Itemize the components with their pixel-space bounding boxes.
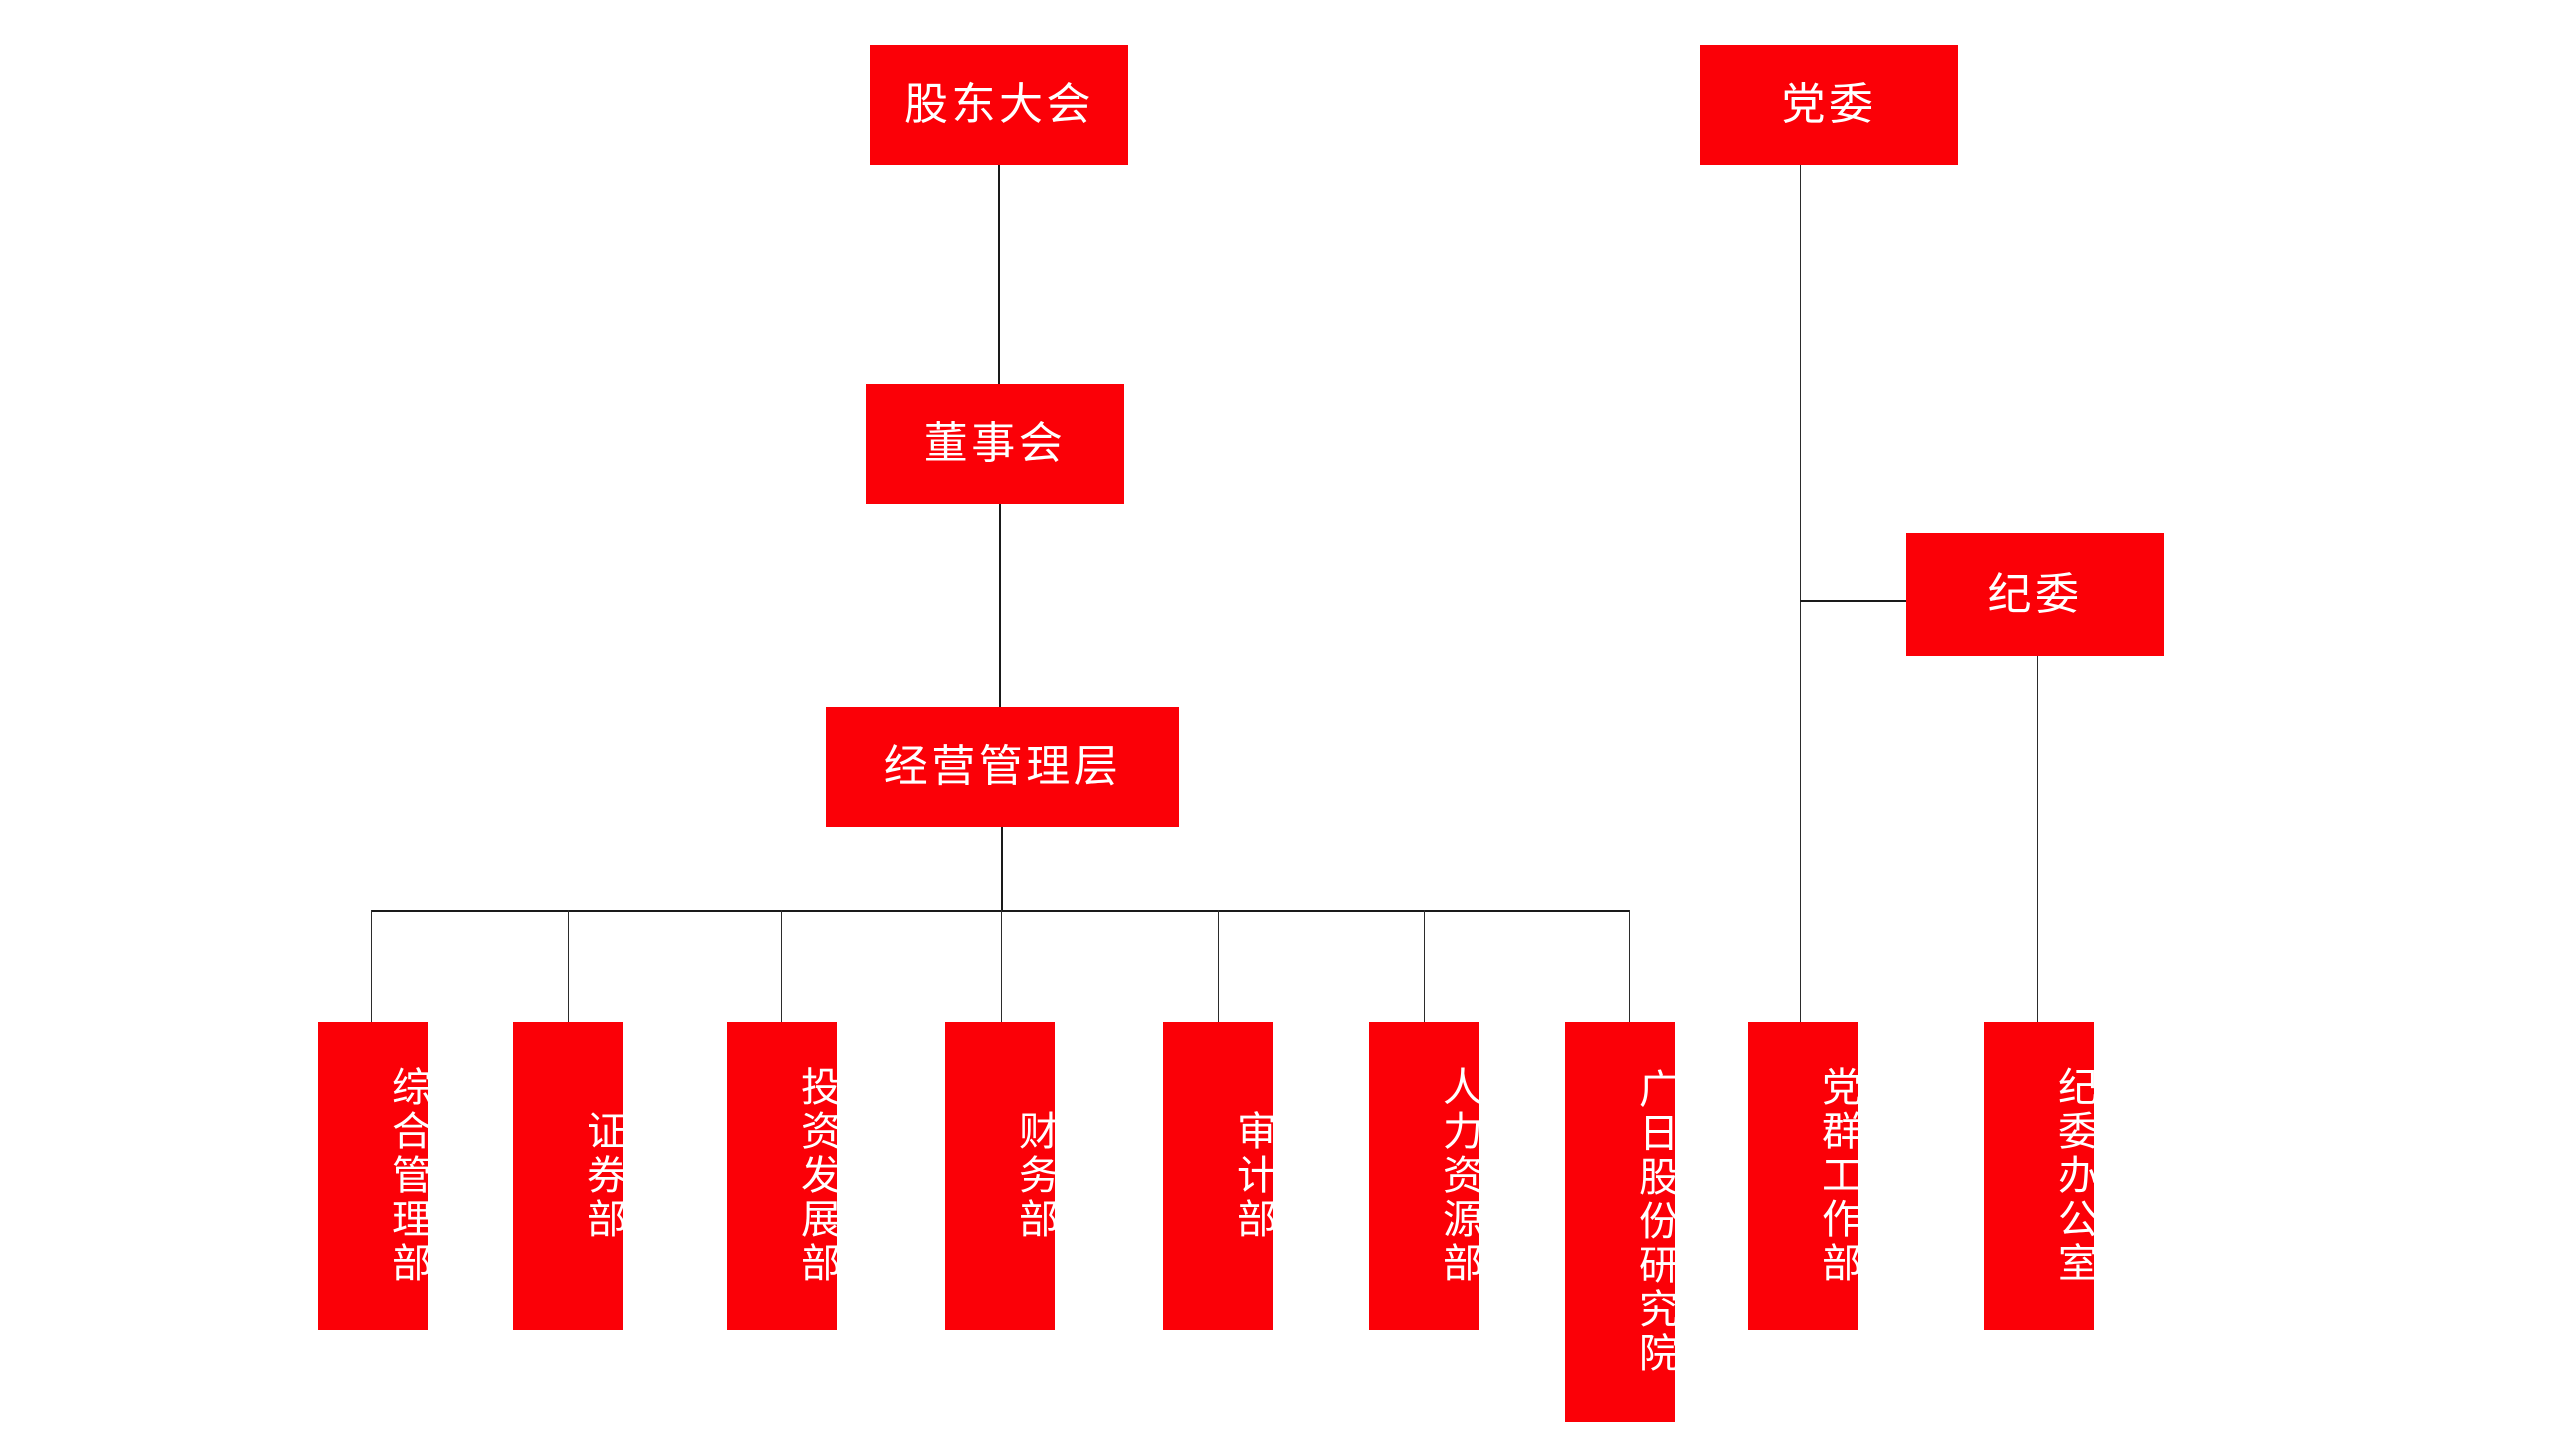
node-label: 投资发展部: [795, 1066, 840, 1286]
connector-board-to-management: [999, 504, 1001, 708]
connector-drop-investment: [781, 910, 782, 1028]
node-label: 党委: [1781, 80, 1877, 129]
node-label: 财务部: [1013, 1110, 1058, 1242]
node-finance-dept[interactable]: 财务部: [945, 1022, 1058, 1330]
node-label: 董事会: [923, 419, 1067, 468]
node-general-administration-dept[interactable]: 综合管理部: [318, 1022, 431, 1330]
node-securities-dept[interactable]: 证券部: [513, 1022, 626, 1330]
node-guangri-research-institute[interactable]: 广日股份研究院: [1565, 1022, 1678, 1422]
node-label: 证券部: [581, 1110, 626, 1242]
node-shareholders-meeting[interactable]: 股东大会: [870, 45, 1128, 165]
node-label: 综合管理部: [386, 1066, 431, 1286]
node-party-committee[interactable]: 党委: [1700, 45, 1958, 165]
connector-drop-hr: [1424, 910, 1425, 1028]
node-label: 人力资源部: [1437, 1066, 1482, 1286]
node-board-of-directors[interactable]: 董事会: [866, 384, 1124, 504]
connector-drop-finance: [1001, 910, 1002, 1028]
node-discipline-committee[interactable]: 纪委: [1906, 533, 2164, 656]
connector-party-to-discipline: [1800, 600, 1908, 602]
connector-drop-audit: [1218, 910, 1219, 1028]
node-label: 党群工作部: [1816, 1066, 1861, 1286]
node-label: 纪委: [1987, 569, 2083, 619]
node-human-resources-dept[interactable]: 人力资源部: [1369, 1022, 1482, 1330]
node-audit-dept[interactable]: 审计部: [1163, 1022, 1276, 1330]
connector-discipline-to-office: [2037, 656, 2038, 1036]
node-investment-development-dept[interactable]: 投资发展部: [727, 1022, 840, 1330]
connector-management-stem: [1001, 827, 1003, 912]
node-label: 股东大会: [903, 80, 1095, 129]
node-label: 审计部: [1231, 1110, 1276, 1242]
node-discipline-committee-office[interactable]: 纪委办公室: [1984, 1022, 2097, 1330]
node-party-mass-work-dept[interactable]: 党群工作部: [1748, 1022, 1861, 1330]
node-management-layer[interactable]: 经营管理层: [826, 707, 1179, 827]
connector-drop-general-admin: [371, 910, 372, 1028]
connector-drop-securities: [568, 910, 569, 1028]
connector-shareholders-to-board: [998, 165, 1000, 385]
node-label: 经营管理层: [883, 742, 1122, 791]
connector-department-bus: [371, 910, 1630, 912]
node-label: 广日股份研究院: [1633, 1068, 1678, 1376]
connector-drop-research: [1629, 910, 1630, 1028]
node-label: 纪委办公室: [2052, 1066, 2097, 1286]
